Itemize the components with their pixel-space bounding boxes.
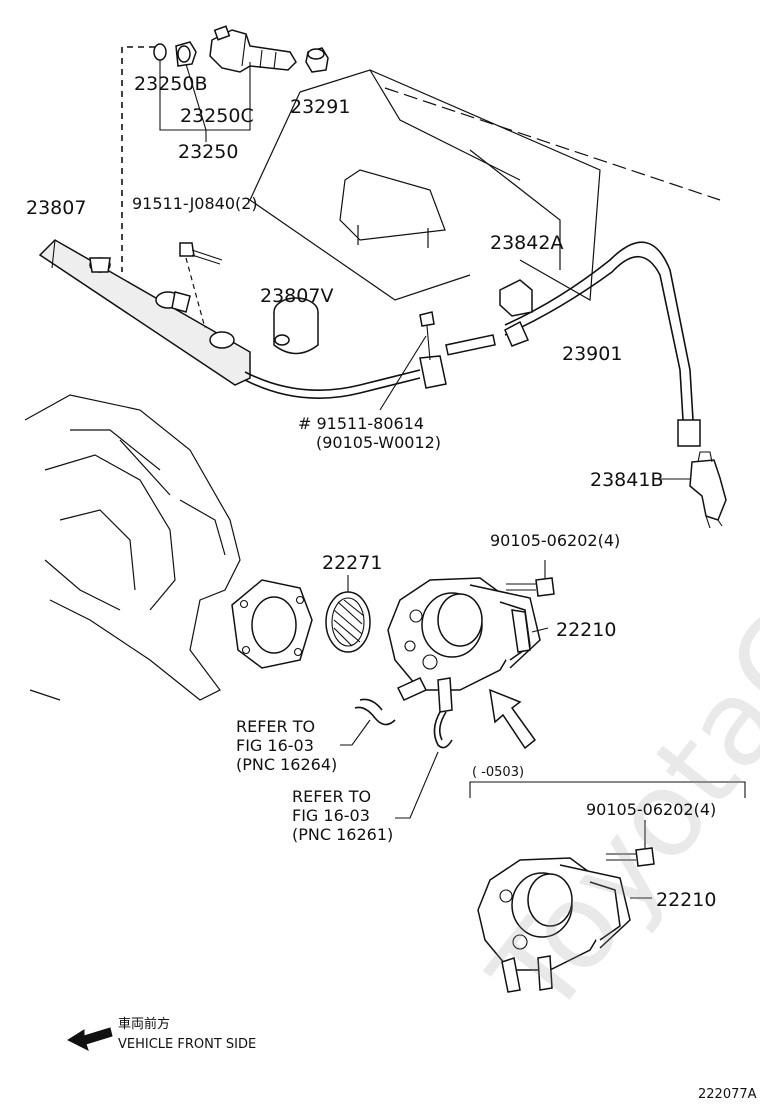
o-ring-23250b xyxy=(153,43,167,61)
bolt-90105-06202-b xyxy=(606,847,655,867)
insulator-23807v xyxy=(273,297,319,355)
label-90105-w0012: (90105-W0012) xyxy=(316,433,441,452)
label-23250b: 23250B xyxy=(134,73,207,95)
label-90105-06202-a: 90105-06202(4) xyxy=(490,531,620,550)
label-22210-a: 22210 xyxy=(556,619,616,641)
bolt-91511-80614 xyxy=(419,311,435,361)
gasket-22271 xyxy=(325,591,371,653)
label-91511-j0840: 91511-J0840(2) xyxy=(132,194,258,213)
ref1-line1: REFER TO xyxy=(236,717,315,736)
label-23291: 23291 xyxy=(290,96,350,118)
ref1-line3: (PNC 16264) xyxy=(236,755,337,774)
vehicle-front-english: VEHICLE FRONT SIDE xyxy=(118,1037,256,1052)
ref2-line2: FIG 16-03 xyxy=(292,806,370,825)
hose-end-connector xyxy=(677,419,701,447)
airflow-arrow xyxy=(489,688,537,750)
label-23250: 23250 xyxy=(178,141,238,163)
engine-head-outline xyxy=(249,69,721,301)
bolt-91511-j0840 xyxy=(179,242,223,265)
vehicle-front-arrow xyxy=(66,1027,113,1051)
label-22210-b: 22210 xyxy=(656,889,716,911)
injector-parts xyxy=(153,25,329,73)
ref1-line2: FIG 16-03 xyxy=(236,736,314,755)
ref2-line1: REFER TO xyxy=(292,787,371,806)
label-23807: 23807 xyxy=(26,197,86,219)
label-23901: 23901 xyxy=(562,343,622,365)
intake-manifold-outline xyxy=(24,394,313,701)
throttle-body-main xyxy=(354,577,541,749)
label-23807v: 23807V xyxy=(260,285,333,307)
label-22271: 22271 xyxy=(322,552,382,574)
fuel-delivery-pipe xyxy=(38,239,701,447)
throttle-body-alt xyxy=(477,857,631,993)
diagram-id: 222077A xyxy=(698,1087,757,1102)
ref2-line3: (PNC 16261) xyxy=(292,825,393,844)
label-23250c: 23250C xyxy=(180,105,254,127)
label-23842a: 23842A xyxy=(490,232,563,254)
bolt-90105-06202-a xyxy=(506,577,555,597)
vehicle-front-japanese: 車両前方 xyxy=(118,1016,170,1032)
label-91511-80614: # 91511-80614 xyxy=(298,414,424,433)
label-23841b: 23841B xyxy=(590,469,663,491)
applicability-range: ( -0503) xyxy=(472,765,524,780)
label-90105-06202-b: 90105-06202(4) xyxy=(586,800,716,819)
sensor-23841b xyxy=(689,451,727,529)
